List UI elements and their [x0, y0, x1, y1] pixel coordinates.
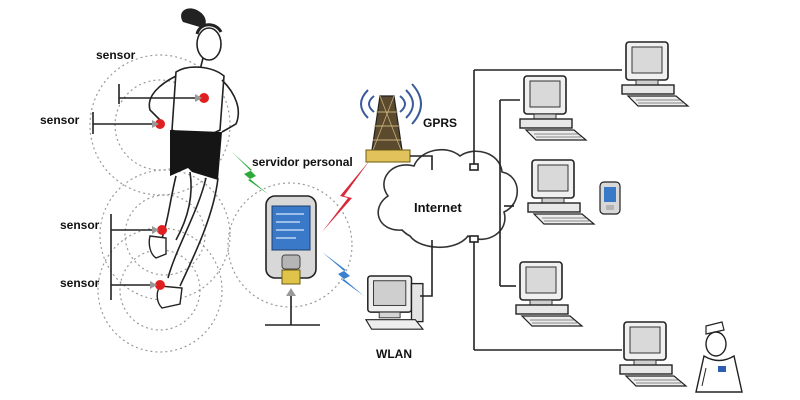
network-links	[410, 69, 622, 351]
nurse-figure	[695, 321, 743, 393]
sensor-pointers	[92, 84, 202, 300]
wireless-link-red	[322, 160, 370, 232]
internet-label: Internet	[414, 200, 462, 215]
pda-support	[265, 288, 320, 326]
wlan-label: WLAN	[376, 347, 412, 361]
computer-icon	[527, 159, 595, 225]
cloud-icon	[377, 148, 518, 248]
pda-icon	[599, 181, 621, 215]
wireless-link-blue	[322, 252, 364, 296]
sensor-dots	[155, 93, 209, 290]
sensor-label-2: sensor	[40, 113, 80, 127]
sensor-label-1: sensor	[96, 48, 136, 62]
sensor-dot-icon	[199, 93, 209, 103]
computer-icon	[519, 75, 587, 141]
sensor-dot-icon	[155, 119, 165, 129]
sensor-dot-icon	[155, 280, 165, 290]
computer-icon	[515, 261, 583, 327]
gprs-label: GPRS	[423, 116, 458, 130]
pda-icon	[265, 195, 317, 285]
server-label: servidor personal	[252, 155, 353, 169]
wireless-link-green	[232, 152, 268, 194]
computer-icon	[619, 321, 687, 387]
sensor-label-3: sensor	[60, 218, 100, 232]
runner-figure	[148, 8, 240, 309]
sensor-dot-icon	[157, 225, 167, 235]
wlan-computer-icon	[364, 275, 425, 330]
gprs-tower-icon	[360, 83, 422, 163]
sensor-label-4: sensor	[60, 276, 100, 290]
computer-icon	[621, 41, 689, 107]
